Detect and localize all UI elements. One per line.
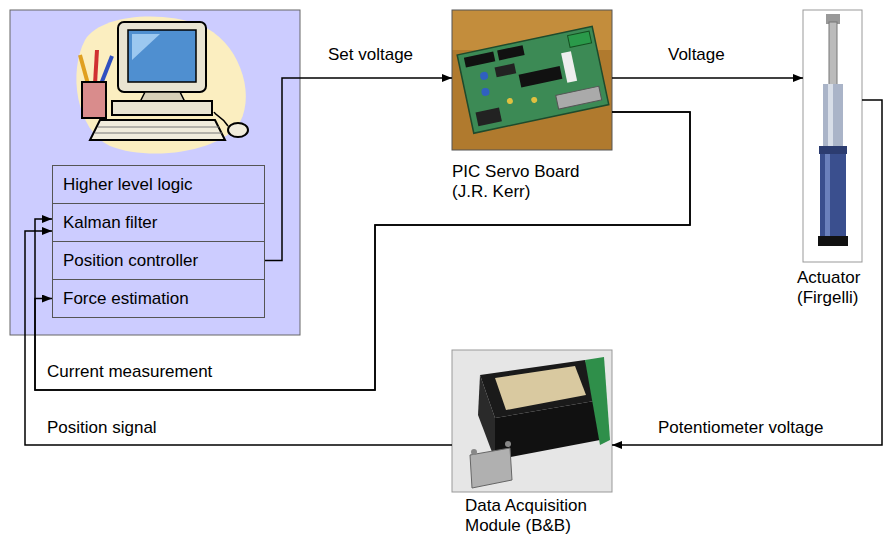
module-label: Kalman filter xyxy=(53,213,167,233)
computer-clipart xyxy=(76,17,248,154)
module-label: Higher level logic xyxy=(53,175,202,195)
actuator-photo xyxy=(820,154,846,236)
servo-board-photo xyxy=(495,63,517,77)
signal-label: Voltage xyxy=(668,45,725,65)
signal-label: Current measurement xyxy=(47,362,212,382)
servo-board-photo xyxy=(452,10,612,150)
computer-clipart xyxy=(82,82,106,118)
data-acquisition-photo xyxy=(505,441,511,447)
signal-label: Position signal xyxy=(47,418,157,438)
computer-clipart xyxy=(128,30,196,82)
computer-clipart xyxy=(90,120,225,140)
actuator-photo xyxy=(828,84,833,150)
data-acquisition-photo xyxy=(471,449,477,455)
module-label: Force estimation xyxy=(53,289,199,309)
actuator: Actuator (Firgelli) xyxy=(803,10,862,262)
signal-connector xyxy=(612,100,882,445)
servo-board-photo xyxy=(457,26,609,133)
signal-connector xyxy=(35,112,690,390)
data-acquisition-photo xyxy=(470,448,512,488)
computer-clipart xyxy=(95,50,97,84)
actuator-photo xyxy=(823,84,843,150)
software-module: Force estimation xyxy=(52,279,265,318)
signal-connector xyxy=(612,77,803,79)
data-acquisition-photo xyxy=(452,350,612,492)
actuator-photo xyxy=(825,154,830,236)
data-acquisition-photo xyxy=(495,400,600,460)
servo-board-photo xyxy=(476,107,502,126)
computer-clipart xyxy=(118,22,206,92)
actuator-photo xyxy=(829,22,837,86)
signal-connector xyxy=(265,78,452,261)
device-caption: Data Acquisition Module (B&B) xyxy=(465,496,615,537)
device-caption: Actuator (Firgelli) xyxy=(797,268,877,309)
servo-board-photo xyxy=(519,66,563,87)
signal-label: Potentiometer voltage xyxy=(658,418,823,438)
servo-board-photo xyxy=(561,51,577,82)
servo-board-photo xyxy=(479,71,488,80)
data-acquisition-module: Data Acquisition Module (B&B) xyxy=(452,350,612,492)
actuator-photo xyxy=(803,10,862,262)
actuator-photo xyxy=(803,10,862,262)
software-module: Kalman filter xyxy=(52,203,265,242)
servo-board-photo xyxy=(497,45,525,60)
computer-clipart xyxy=(214,112,228,126)
computer-clipart xyxy=(98,127,219,128)
signal-label: Set voltage xyxy=(328,45,413,65)
signal-connector xyxy=(25,231,452,445)
actuator-photo xyxy=(819,146,847,154)
software-module: Position controller xyxy=(52,241,265,280)
module-label: Position controller xyxy=(53,251,208,271)
connector-group xyxy=(25,78,882,445)
data-acquisition-photo xyxy=(585,357,610,445)
signal-connector xyxy=(35,112,690,390)
actuator-photo xyxy=(818,236,848,246)
computer-clipart xyxy=(80,55,88,84)
servo-board-photo xyxy=(556,86,602,109)
computer-clipart xyxy=(101,56,112,84)
servo-board: PIC Servo Board (J.R. Kerr) xyxy=(452,10,612,150)
servo-board-photo xyxy=(531,96,538,103)
data-acquisition-photo xyxy=(495,366,586,410)
servo-board-photo xyxy=(452,10,612,150)
computer-clipart xyxy=(112,101,212,115)
software-module: Higher level logic xyxy=(52,165,265,204)
computer-clipart xyxy=(228,123,248,137)
servo-board-photo xyxy=(568,31,592,47)
software-panel xyxy=(10,10,300,335)
computer-clipart xyxy=(95,133,222,134)
servo-board-photo xyxy=(457,26,609,133)
servo-board-photo xyxy=(481,87,490,96)
software-panel xyxy=(10,10,300,335)
device-caption: PIC Servo Board (J.R. Kerr) xyxy=(452,162,602,203)
computer-clipart xyxy=(76,17,245,154)
servo-board-photo xyxy=(506,97,513,104)
servo-board-photo xyxy=(452,10,612,150)
computer-clipart xyxy=(132,34,160,60)
servo-board-photo xyxy=(464,51,495,67)
data-acquisition-photo xyxy=(452,350,612,492)
